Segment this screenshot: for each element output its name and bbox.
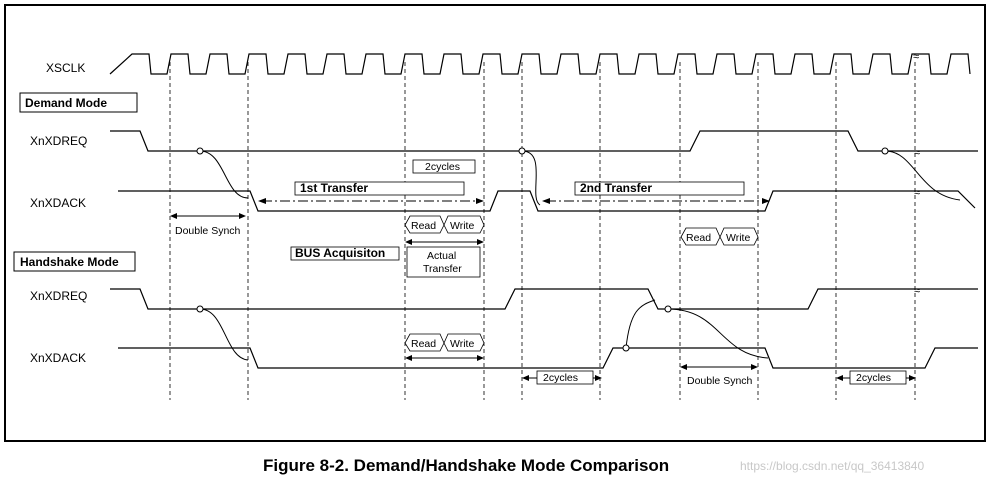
dm-event-dot-2 xyxy=(518,147,526,155)
diagram-frame xyxy=(4,4,986,442)
arrowhead xyxy=(258,198,266,204)
hm-xdack-waveform xyxy=(118,347,978,369)
figure-caption: Figure 8-2. Demand/Handshake Mode Compar… xyxy=(0,454,992,478)
dm-req-ack-arrow-2 xyxy=(521,150,541,206)
dm-event-dot-3 xyxy=(881,147,889,155)
two-cycles-top-box xyxy=(412,159,476,174)
dm-req-ack-arrow-1 xyxy=(199,150,249,199)
demand-mode-label: Demand Mode xyxy=(25,96,107,110)
hm-arrow-1 xyxy=(199,308,249,361)
arrowhead xyxy=(477,239,484,245)
arrowhead xyxy=(170,213,177,219)
write-3-label: Write xyxy=(450,338,474,350)
bus-acq-label: BUS Acquisiton xyxy=(295,246,385,260)
handshake-mode-box xyxy=(13,251,136,272)
dm-xdreq-waveform xyxy=(110,130,978,152)
write-1-label: Write xyxy=(450,220,474,232)
watermark: https://blog.csdn.net/qq_36413840 xyxy=(740,459,925,473)
arrowhead xyxy=(477,355,484,361)
hm-arrow-2 xyxy=(625,299,656,349)
arrowhead xyxy=(680,364,687,370)
two-cycles-a-box xyxy=(536,370,594,385)
hm-event-dot-3 xyxy=(664,305,672,313)
handshake-mode-label: Handshake Mode xyxy=(20,255,119,269)
timing-diagram: XSCLK ≈ Demand Mode XnXDREQ XnXDACK ≈ ≈ … xyxy=(13,51,978,400)
double-synch-1-label: Double Synch xyxy=(175,225,241,237)
arrowhead xyxy=(751,364,758,370)
dm-xdack-label: XnXDACK xyxy=(30,196,86,210)
write-2-box xyxy=(719,227,759,246)
arrowhead xyxy=(522,375,529,381)
actual-transfer-box xyxy=(406,246,481,278)
hm-xdreq-waveform xyxy=(110,288,978,310)
break-icon: ≈ xyxy=(914,187,920,199)
hm-xdack-label: XnXDACK xyxy=(30,351,86,365)
first-transfer-label: 1st Transfer xyxy=(300,181,368,195)
arrowhead xyxy=(239,213,246,219)
arrowhead xyxy=(476,198,484,204)
two-cycles-a-label: 2cycles xyxy=(543,372,578,384)
two-cycles-b-label: 2cycles xyxy=(856,372,891,384)
dm-xdreq-label: XnXDREQ xyxy=(30,134,87,148)
demand-mode-box xyxy=(19,92,138,113)
write-3-box xyxy=(443,333,485,352)
break-icon: ≈ xyxy=(914,285,920,297)
hm-event-dot-2 xyxy=(622,344,630,352)
dm-event-dot-1 xyxy=(196,147,204,155)
second-transfer-box xyxy=(574,181,745,196)
first-transfer-box xyxy=(294,181,465,196)
write-2-label: Write xyxy=(726,232,750,244)
arrowhead xyxy=(405,355,412,361)
figure-title: Figure 8-2. Demand/Handshake Mode Compar… xyxy=(263,456,670,475)
clock-edge-guides xyxy=(169,62,916,400)
read-1-label: Read xyxy=(411,220,436,232)
actual-transfer-label-2: Transfer xyxy=(423,263,462,275)
two-cycles-top-label: 2cycles xyxy=(425,161,460,173)
bus-acq-box xyxy=(290,246,400,261)
arrowhead xyxy=(405,239,412,245)
xsclk-waveform xyxy=(109,53,971,75)
read-3-label: Read xyxy=(411,338,436,350)
two-cycles-b-box xyxy=(849,370,907,385)
break-icon: ≈ xyxy=(914,147,920,159)
xsclk-label: XSCLK xyxy=(46,61,85,75)
arrowhead xyxy=(595,375,602,381)
arrowhead xyxy=(762,198,770,204)
arrowhead xyxy=(909,375,916,381)
dm-xdack-waveform xyxy=(118,190,976,212)
break-icon: ≈ xyxy=(913,51,919,63)
arrowhead xyxy=(542,198,550,204)
dm-req-ack-arrow-3 xyxy=(884,150,961,201)
svg-text:≈: ≈ xyxy=(913,51,919,63)
second-transfer-label: 2nd Transfer xyxy=(580,181,652,195)
hm-event-dot-1 xyxy=(196,305,204,313)
double-synch-2-label: Double Synch xyxy=(687,375,753,387)
arrowhead xyxy=(836,375,843,381)
hm-arrow-3 xyxy=(667,308,769,359)
hm-xdreq-label: XnXDREQ xyxy=(30,289,87,303)
read-2-label: Read xyxy=(686,232,711,244)
actual-transfer-label-1: Actual xyxy=(427,250,456,262)
write-1-box xyxy=(443,215,485,234)
